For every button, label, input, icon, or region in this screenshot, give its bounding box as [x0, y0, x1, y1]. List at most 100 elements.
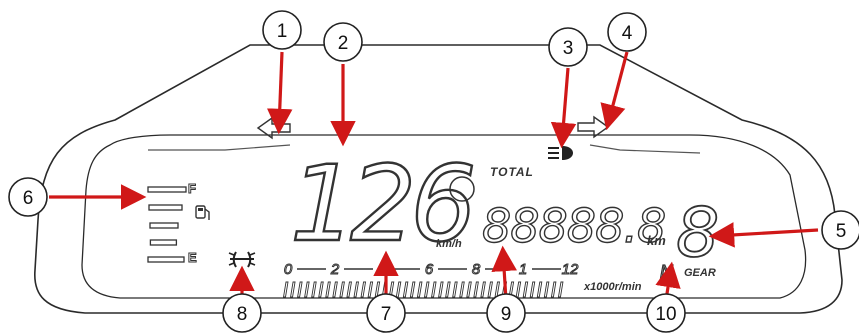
rpm-bar-segment — [395, 281, 402, 298]
rpm-scale-label: 1 — [519, 261, 527, 278]
rpm-bar-segment — [543, 281, 550, 298]
rpm-bar-segment — [515, 281, 522, 298]
callout-circle — [8, 177, 48, 217]
rpm-bar-segment — [325, 281, 331, 298]
fuel-bar-segment — [148, 204, 183, 211]
rpm-bar-segment — [550, 281, 557, 298]
callout-circle — [262, 10, 302, 50]
speed-unit: km/h — [436, 238, 462, 250]
rpm-bar-segment — [339, 281, 345, 298]
callout-4: 4 — [607, 12, 647, 52]
outer-casing — [34, 44, 843, 314]
rpm-bar-segment — [557, 281, 564, 298]
rpm-scale-label: 6 — [425, 261, 434, 278]
callout-number: 3 — [563, 38, 574, 59]
rpm-bar-segment — [452, 281, 458, 298]
rpm-bar-segment — [529, 281, 536, 298]
gear-display: 8 GEAR — [675, 193, 720, 279]
fuel-full-label: F — [188, 181, 196, 196]
callout-2: 2 — [323, 22, 363, 62]
position-light-indicator — [228, 251, 256, 268]
rpm-bar-segment — [487, 281, 493, 298]
rpm-scale-label: 0 — [284, 261, 293, 278]
speedometer: 126 km/h — [289, 142, 480, 266]
rpm-bar-segment — [536, 281, 543, 298]
rpm-bar-segment — [367, 281, 374, 298]
fuel-pump-icon — [195, 205, 210, 220]
callout-arrow — [708, 222, 819, 248]
rpm-scale-label: 12 — [562, 261, 579, 278]
callout-circle — [366, 293, 406, 333]
fuel-bar-segment — [147, 256, 185, 263]
callout-number: 4 — [622, 23, 633, 44]
callout-circle — [607, 12, 647, 52]
callout-1: 1 — [262, 10, 302, 50]
callout-arrow — [600, 51, 629, 131]
rpm-scale-label: 2 — [330, 261, 340, 278]
callout-number: 10 — [655, 304, 676, 325]
fuel-empty-label: E — [188, 250, 197, 265]
position-light-icon — [228, 251, 256, 268]
callout-circle — [548, 27, 588, 67]
fuel-bars — [147, 186, 187, 263]
odometer-unit: km — [647, 233, 666, 248]
gear-value: 8 — [676, 194, 719, 273]
callout-circle — [821, 210, 859, 250]
callout-10: 10 — [646, 293, 686, 333]
rpm-bar-segment — [346, 281, 352, 298]
fuel-bar-segment — [149, 239, 178, 246]
fuel-bar-segment — [147, 186, 187, 193]
inner-display-window — [81, 134, 807, 299]
rpm-bar-segment — [423, 281, 430, 298]
callout-number: 1 — [277, 21, 288, 42]
rpm-bar-segment — [297, 281, 303, 298]
callout-arrow — [550, 67, 577, 149]
rpm-bar-segment — [311, 281, 317, 298]
rpm-bar-segment — [445, 281, 451, 298]
rpm-bar-segment — [290, 281, 296, 298]
rpm-bar-segment — [332, 281, 338, 298]
rpm-bar-segment — [416, 281, 423, 298]
callout-arrow — [491, 245, 517, 301]
callout-number: 8 — [237, 304, 248, 325]
top-guide-left — [148, 144, 291, 151]
callout-circle — [222, 293, 262, 333]
rpm-scale-label: 8 — [472, 261, 481, 278]
callout-arrow — [266, 51, 293, 135]
callout-circle — [486, 293, 526, 333]
fuel-bar-segment — [149, 222, 179, 229]
callout-number: 7 — [381, 304, 392, 325]
rpm-bar-segment — [360, 281, 367, 298]
callout-circle — [646, 293, 686, 333]
tachometer-bar — [282, 281, 564, 298]
callout-number: 5 — [836, 221, 847, 242]
callout-7: 7 — [366, 293, 406, 333]
high-beam-indicator — [548, 146, 573, 160]
rpm-bar-segment — [438, 281, 444, 298]
rpm-bar-segment — [473, 281, 479, 298]
callout-number: 6 — [23, 188, 34, 209]
odometer-value: 88888.8 — [482, 199, 665, 253]
rpm-bar-segment — [480, 281, 486, 298]
top-guide-right — [589, 144, 701, 154]
callout-6: 6 — [8, 177, 48, 217]
high-beam-icon — [548, 146, 573, 160]
rpm-bar-segment — [304, 281, 310, 298]
rpm-bar-segment — [466, 281, 472, 298]
rpm-bar-segment — [459, 281, 465, 298]
callout-number: 2 — [338, 33, 349, 54]
right-turn-indicator — [577, 115, 610, 139]
right-arrow-icon — [577, 115, 610, 139]
fuel-gauge: F E — [147, 181, 210, 266]
odometer-label: TOTAL — [490, 165, 534, 179]
rpm-unit: x1000r/min — [583, 281, 642, 293]
callout-8: 8 — [222, 293, 262, 333]
rpm-bar-segment — [318, 281, 324, 298]
gear-label: GEAR — [684, 267, 716, 279]
callout-3: 3 — [548, 27, 588, 67]
rpm-bar-segment — [402, 281, 409, 298]
rpm-bar-segment — [431, 281, 437, 298]
